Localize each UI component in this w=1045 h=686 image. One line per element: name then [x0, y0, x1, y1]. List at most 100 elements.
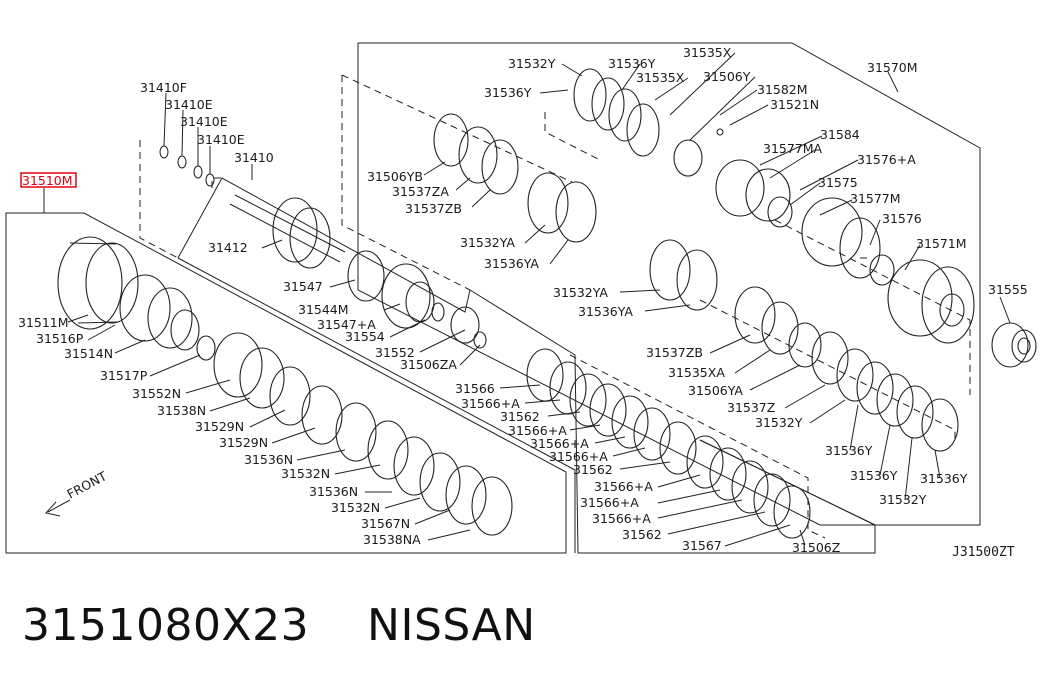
part-label-31529N[interactable]: 31529N [219, 435, 268, 450]
part-label-31535X[interactable]: 31535X [636, 70, 685, 85]
part-label-31506ZA[interactable]: 31506ZA [400, 357, 457, 372]
part-label-31410E[interactable]: 31410E [180, 114, 228, 129]
part-label-31538NA[interactable]: 31538NA [363, 532, 421, 547]
part-label-31537ZB[interactable]: 31537ZB [646, 345, 703, 360]
part-label-31576[interactable]: 31576 [882, 211, 922, 226]
part-label-31532Y[interactable]: 31532Y [508, 56, 556, 71]
part-label-31506YB[interactable]: 31506YB [367, 169, 423, 184]
part-label-31537ZB[interactable]: 31537ZB [405, 201, 462, 216]
part-label-31536YA[interactable]: 31536YA [484, 256, 539, 271]
part-label-31566[interactable]: 31566 [455, 381, 495, 396]
highlight-box [20, 172, 77, 188]
part-label-31517P[interactable]: 31517P [100, 368, 148, 383]
part-label-31510M[interactable]: 31510M [22, 173, 73, 188]
part-label-31537Z[interactable]: 31537Z [727, 400, 775, 415]
seal-rings-31410E-icon [159, 145, 215, 187]
part-labels: 31510M 31410F 31410E 31410E 31410E 31410… [18, 45, 1028, 560]
front-label: FRONT [64, 468, 109, 501]
part-label-31410F[interactable]: 31410F [140, 80, 187, 95]
clutch-plates-31566-icon [526, 348, 811, 539]
clutch-plates-31532Y-icon [433, 68, 718, 311]
part-label-31566A[interactable]: 31566+A [461, 396, 520, 411]
footer-part-number: 3151080X23 [22, 600, 310, 651]
part-label-31506YA[interactable]: 31506YA [688, 383, 743, 398]
part-label-31562[interactable]: 31562 [573, 462, 613, 477]
part-label-31547A[interactable]: 31547+A [317, 317, 376, 332]
part-label-31532N[interactable]: 31532N [281, 466, 330, 481]
part-label-31410[interactable]: 31410 [234, 150, 274, 165]
part-label-31535XA[interactable]: 31535XA [668, 365, 725, 380]
planetary-31584-icon [715, 128, 895, 286]
part-label-31532YA[interactable]: 31532YA [460, 235, 515, 250]
group-outline-31570M [357, 42, 981, 526]
diagram-reference: J31500ZT [952, 545, 1015, 560]
part-label-31536Y[interactable]: 31536Y [608, 56, 656, 71]
part-label-31566A[interactable]: 31566+A [594, 479, 653, 494]
part-label-31412[interactable]: 31412 [208, 240, 248, 255]
part-label-31555[interactable]: 31555 [988, 282, 1028, 297]
part-label-31506Z[interactable]: 31506Z [792, 540, 840, 555]
part-label-31511M[interactable]: 31511M [18, 315, 69, 330]
shaft-31412-icon [229, 194, 487, 349]
clutch-plates-31537Z-icon [734, 286, 959, 452]
part-label-31571M[interactable]: 31571M [916, 236, 967, 251]
group-outline-31510M [5, 212, 567, 554]
part-label-31532N[interactable]: 31532N [331, 500, 380, 515]
part-label-31521N[interactable]: 31521N [770, 97, 819, 112]
bearing-31555-icon [991, 322, 1037, 368]
part-label-31538N[interactable]: 31538N [157, 403, 206, 418]
part-label-31544M[interactable]: 31544M [298, 302, 349, 317]
part-label-31410E[interactable]: 31410E [197, 132, 245, 147]
part-label-31567N[interactable]: 31567N [361, 516, 410, 531]
leader-lines [67, 52, 1011, 547]
part-label-31566A[interactable]: 31566+A [530, 436, 589, 451]
part-label-31410E[interactable]: 31410E [165, 97, 213, 112]
part-label-31577M[interactable]: 31577M [850, 191, 901, 206]
gear-31571M-icon [887, 259, 975, 344]
drum-31511M-icon [57, 236, 139, 330]
part-label-31576A[interactable]: 31576+A [857, 152, 916, 167]
part-label-31536Y[interactable]: 31536Y [850, 468, 898, 483]
part-label-31532Y[interactable]: 31532Y [879, 492, 927, 507]
clutch-hub-icon [119, 274, 216, 361]
part-label-31532Y[interactable]: 31532Y [755, 415, 803, 430]
part-label-31562[interactable]: 31562 [622, 527, 662, 542]
part-label-31554[interactable]: 31554 [345, 329, 385, 344]
part-label-31552N[interactable]: 31552N [132, 386, 181, 401]
group-outline-clutch-pack [469, 289, 876, 554]
part-label-31584[interactable]: 31584 [820, 127, 860, 142]
part-label-31566A[interactable]: 31566+A [580, 495, 639, 510]
part-label-31536YA[interactable]: 31536YA [578, 304, 633, 319]
part-label-31537ZA[interactable]: 31537ZA [392, 184, 449, 199]
part-label-31577MA[interactable]: 31577MA [763, 141, 823, 156]
part-label-31566A[interactable]: 31566+A [508, 423, 567, 438]
group-outline-shaft [177, 177, 576, 471]
part-label-31536Y[interactable]: 31536Y [484, 85, 532, 100]
part-label-31570M[interactable]: 31570M [867, 60, 918, 75]
part-label-31566A[interactable]: 31566+A [549, 449, 608, 464]
part-label-31567[interactable]: 31567 [682, 538, 722, 553]
part-label-31536Y[interactable]: 31536Y [920, 471, 968, 486]
part-label-31516P[interactable]: 31516P [36, 331, 84, 346]
part-label-31582M[interactable]: 31582M [757, 82, 808, 97]
footer-brand: NISSAN [367, 600, 536, 651]
part-label-31529N[interactable]: 31529N [195, 419, 244, 434]
front-arrow-icon: FRONT [45, 468, 109, 517]
clutch-plates-31529N-icon [269, 366, 513, 536]
part-label-31547[interactable]: 31547 [283, 279, 323, 294]
part-label-31536Y[interactable]: 31536Y [825, 443, 873, 458]
part-label-31536N[interactable]: 31536N [244, 452, 293, 467]
piston-31552N-icon [213, 332, 285, 409]
part-label-31562[interactable]: 31562 [500, 409, 540, 424]
part-label-31575[interactable]: 31575 [818, 175, 858, 190]
part-label-31532YA[interactable]: 31532YA [553, 285, 608, 300]
dashed-guides [139, 74, 971, 539]
part-label-31506Y[interactable]: 31506Y [703, 69, 751, 84]
part-label-31536N[interactable]: 31536N [309, 484, 358, 499]
part-label-31566A[interactable]: 31566+A [592, 511, 651, 526]
part-label-31552[interactable]: 31552 [375, 345, 415, 360]
footer-caption: 3151080X23 NISSAN [22, 600, 536, 651]
part-label-31514N[interactable]: 31514N [64, 346, 113, 361]
part-label-31535X[interactable]: 31535X [683, 45, 732, 60]
